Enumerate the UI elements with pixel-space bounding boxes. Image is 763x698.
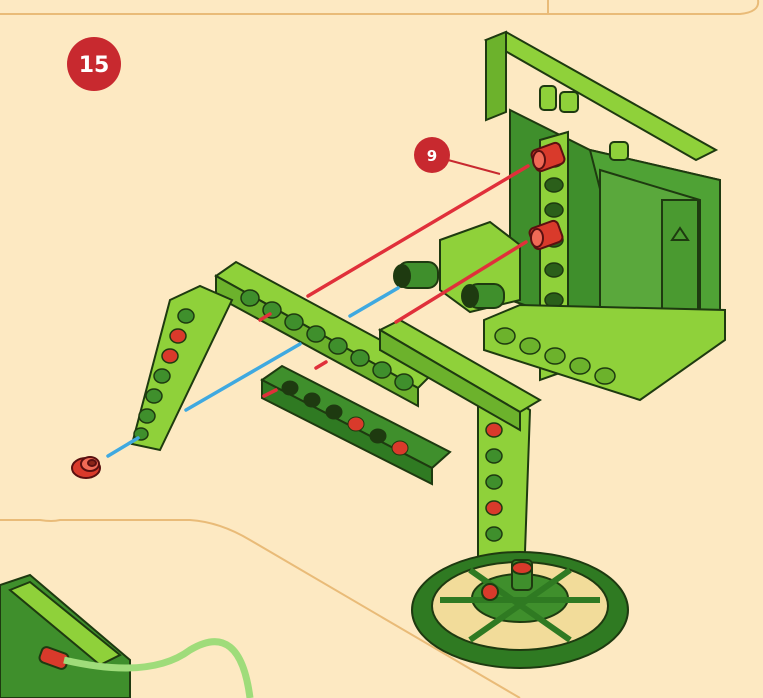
step-number: 15 bbox=[79, 53, 110, 78]
previous-step-preview bbox=[0, 575, 250, 698]
robot-body-assembly bbox=[484, 32, 725, 400]
step-number-badge: 15 bbox=[67, 37, 121, 91]
callout-badge-9: 9 bbox=[414, 137, 500, 174]
red-bushing-part bbox=[72, 457, 100, 478]
callout-label: 9 bbox=[427, 147, 437, 165]
turntable-base bbox=[412, 552, 628, 668]
